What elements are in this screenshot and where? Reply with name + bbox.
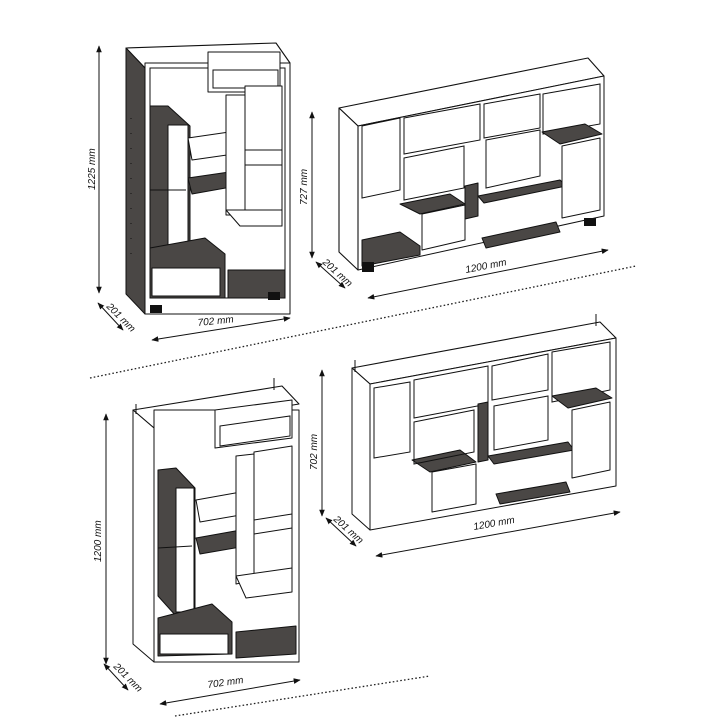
- width-dimension-line: [151, 316, 291, 342]
- tall-shelf-top: [125, 42, 291, 315]
- height-label: 1225 mm: [87, 148, 98, 190]
- height-label-3: 1200 mm: [93, 520, 104, 562]
- right-module: [551, 387, 613, 409]
- floor-line-bottom: [174, 675, 431, 717]
- width-dimension-line-2: [367, 248, 609, 300]
- side-panel: [338, 107, 359, 271]
- height-label-2: 727 mm: [299, 169, 310, 205]
- wide-shelf-top: [338, 57, 605, 272]
- width-label-2: 1200 mm: [464, 257, 507, 276]
- depth-label: 201 mm: [103, 301, 137, 335]
- depth-dimension-line-4: [325, 517, 357, 547]
- depth-dimension-line-2: [315, 261, 346, 289]
- width-dimension-line-3: [159, 678, 301, 706]
- left-module: [411, 449, 477, 473]
- side-panel: [125, 47, 146, 315]
- tall-shelf-bottom: [132, 378, 300, 663]
- depth-dimension-line-3: [103, 663, 129, 691]
- width-label-3: 702 mm: [207, 675, 244, 691]
- width-dimension-line-4: [375, 510, 621, 558]
- wide-shelf-bottom: [351, 314, 617, 531]
- depth-dimension-line: [97, 302, 124, 331]
- side-panel: [351, 367, 371, 531]
- width-label: 702 mm: [197, 314, 234, 329]
- height-label-4: 702 mm: [309, 434, 320, 470]
- right-module: [541, 123, 603, 145]
- width-label-4: 1200 mm: [473, 515, 516, 533]
- side-panel: [132, 409, 155, 663]
